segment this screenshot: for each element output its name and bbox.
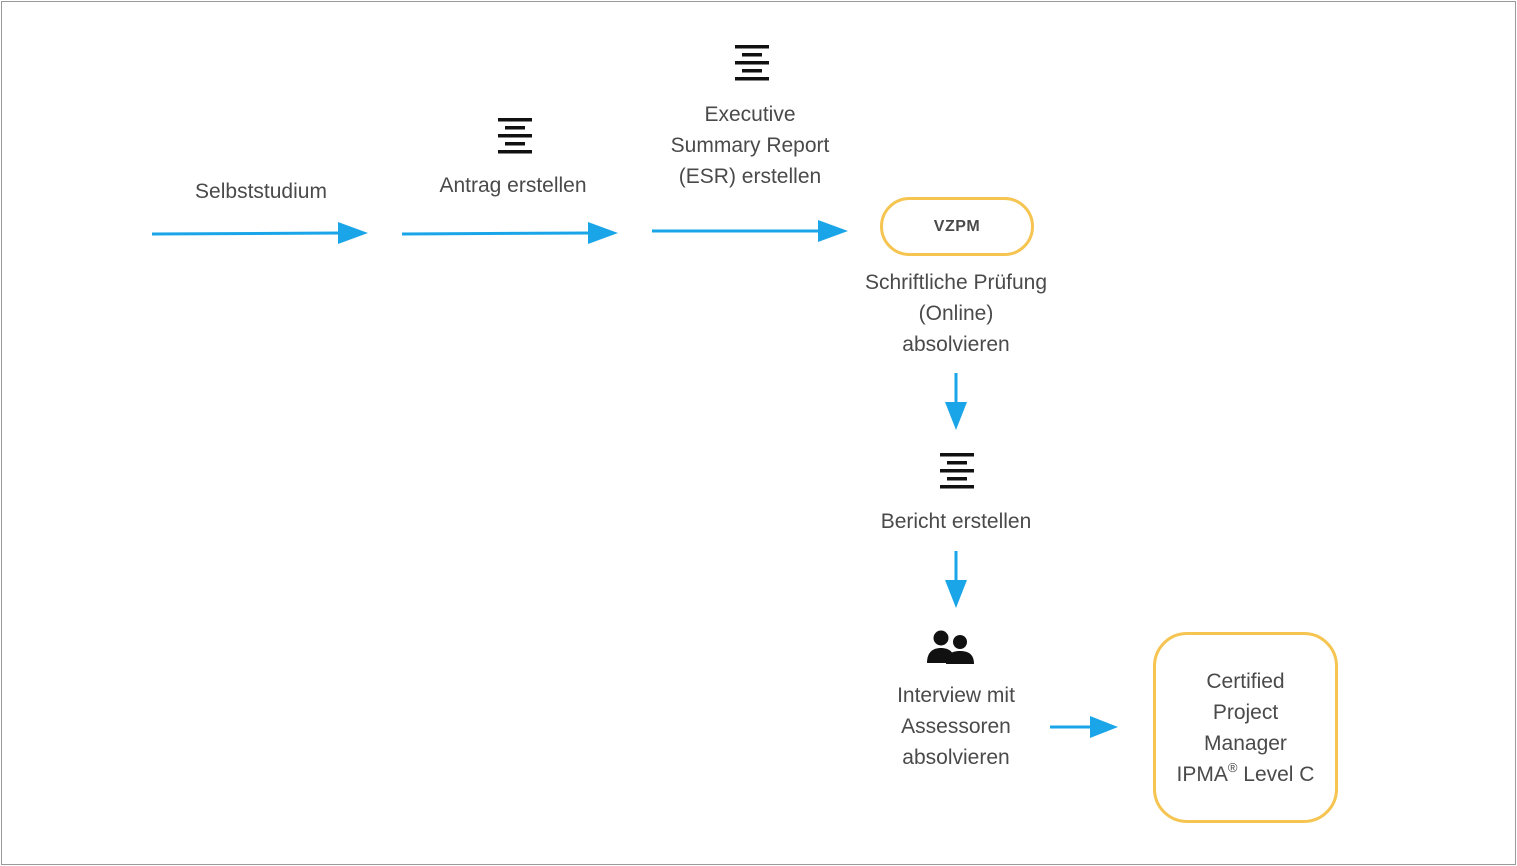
label-line: (ESR) erstellen (678, 165, 822, 188)
label-line: Executive (704, 103, 796, 126)
level-text: Level C (1237, 762, 1315, 786)
document-lines-icon (940, 453, 974, 489)
arrow-antrag-to-esr (401, 222, 618, 244)
label-line: (Online) (918, 302, 994, 325)
label-line: Schriftliche Prüfung (864, 271, 1048, 294)
certificate-badge: Certified Project Manager IPMA® Level C (1153, 632, 1338, 823)
label-line: Antrag erstellen (439, 174, 587, 197)
label-line: Assessoren (901, 715, 1011, 738)
step-label-esr: Executive Summary Report (ESR) erstellen (645, 99, 855, 192)
certificate-level-line: IPMA® Level C (1177, 759, 1315, 790)
label-line: absolvieren (902, 746, 1010, 769)
step-label-pruefung: Schriftliche Prüfung (Online) absolviere… (841, 267, 1071, 360)
ipma-text: IPMA (1176, 762, 1228, 786)
label-line: absolvieren (902, 333, 1010, 356)
arrow-selbststudium-to-antrag (151, 222, 368, 244)
document-lines-icon (735, 45, 769, 81)
step-label-antrag: Antrag erstellen (418, 170, 608, 201)
label-line: Selbststudium (195, 180, 327, 203)
arrow-bericht-to-interview (945, 551, 967, 608)
certificate-line: Certified (1206, 669, 1285, 693)
step-label-selbststudium: Selbststudium (171, 176, 351, 207)
people-icon (927, 630, 974, 664)
label-line: Summary Report (670, 134, 830, 157)
vzpm-badge-text: VZPM (933, 217, 981, 235)
arrow-pruefung-to-bericht (945, 373, 967, 430)
arrow-esr-to-pruefung (652, 220, 848, 242)
step-label-interview: Interview mit Assessoren absolvieren (861, 680, 1051, 773)
arrow-interview-to-certificate (1050, 716, 1118, 738)
vzpm-badge: VZPM (880, 197, 1034, 256)
certificate-line: Project (1212, 700, 1279, 724)
label-line: Interview mit (897, 684, 1015, 707)
certificate-line: Manager (1204, 731, 1287, 755)
label-line: Bericht erstellen (880, 510, 1032, 533)
document-lines-icon (498, 118, 532, 154)
step-label-bericht: Bericht erstellen (856, 506, 1056, 537)
registered-mark: ® (1227, 759, 1238, 775)
